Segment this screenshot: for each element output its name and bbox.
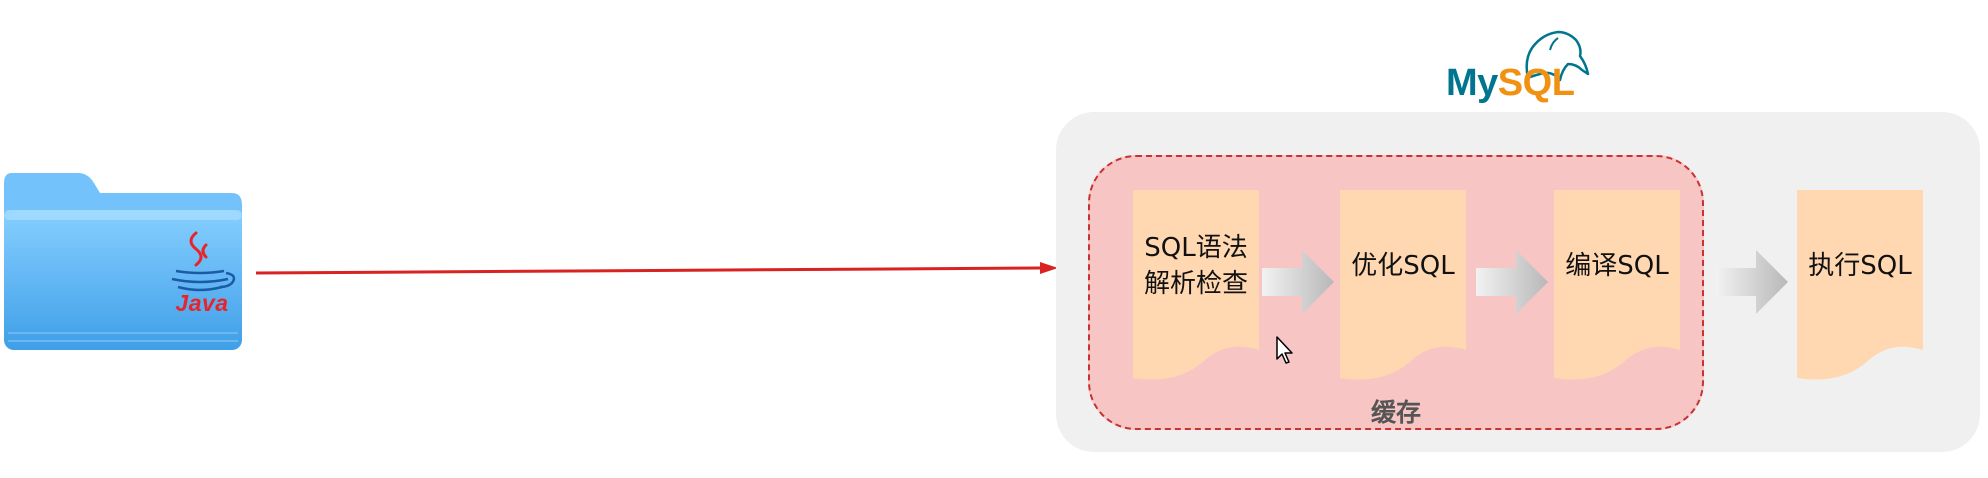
java-cup-icon xyxy=(171,269,236,292)
request-arrow xyxy=(255,262,1058,275)
document-shape-icon xyxy=(1133,190,1259,380)
mysql-logo-my: My xyxy=(1446,62,1498,104)
mysql-logo: MySQL xyxy=(1446,62,1575,105)
mouse-cursor-icon xyxy=(1276,336,1293,364)
step-compile: 编译SQL xyxy=(1554,190,1680,385)
flow-arrow-icon xyxy=(1476,250,1548,314)
mysql-dolphin-icon xyxy=(1525,30,1590,82)
step-label: 优化SQL xyxy=(1351,251,1455,281)
java-folder-icon xyxy=(4,173,242,350)
step-label: 执行SQL xyxy=(1808,251,1912,281)
java-label: Java xyxy=(175,290,229,316)
step-label: 编译SQL xyxy=(1565,251,1669,281)
step-parse-check: SQL语法解析检查 xyxy=(1133,190,1259,385)
document-shape-icon xyxy=(1797,190,1923,380)
step-optimize: 优化SQL xyxy=(1340,190,1466,385)
step-execute: 执行SQL xyxy=(1797,190,1923,385)
java-steam-icon xyxy=(189,231,208,267)
cache-label: 缓存 xyxy=(1370,398,1421,427)
document-shape-icon xyxy=(1340,190,1466,380)
mysql-logo-sql: SQL xyxy=(1497,62,1575,104)
step-label: SQL语法解析检查 xyxy=(1143,233,1248,299)
flow-arrow-icon xyxy=(1716,250,1788,314)
flow-arrow-icon xyxy=(1262,250,1334,314)
document-shape-icon xyxy=(1554,190,1680,380)
